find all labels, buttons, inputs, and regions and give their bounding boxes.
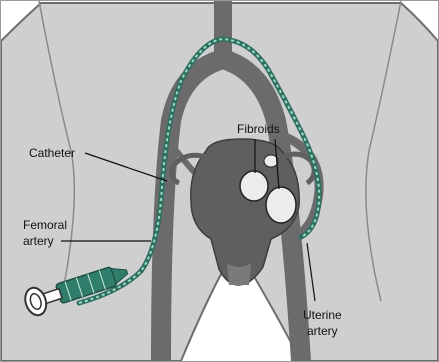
- fibroid-1: [240, 171, 268, 201]
- uterine-label-line2: artery: [307, 324, 338, 338]
- femoral-label-line1: Femoral: [23, 218, 67, 232]
- fibroids-label: Fibroids: [237, 122, 280, 136]
- femoral-label-line2: artery: [23, 234, 54, 248]
- catheter-label: Catheter: [29, 146, 75, 160]
- uterine-label-line1: Uterine: [303, 308, 342, 322]
- fibroid-2: [266, 187, 296, 223]
